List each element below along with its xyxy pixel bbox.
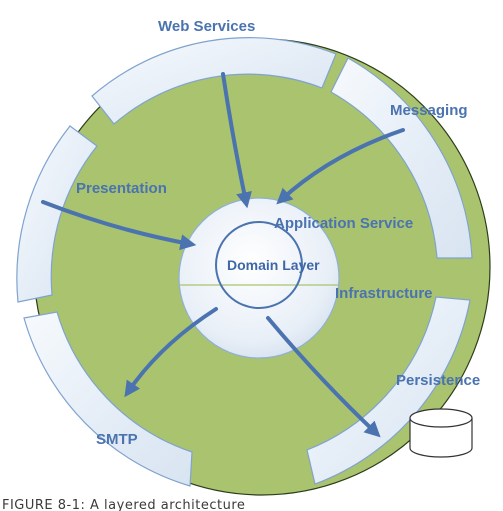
figure-caption: FIGURE 8-1: A layered architecture: [2, 498, 245, 511]
arrow-smtp: [124, 307, 218, 398]
presentation-label: Presentation: [76, 180, 167, 197]
messaging-band: [330, 57, 473, 259]
arrow-presentation: [41, 200, 197, 251]
infrastructure-label: Infrastructure: [335, 285, 433, 302]
persistence-label: Persistence: [396, 372, 480, 389]
arrow-persistence: [266, 316, 381, 438]
arrow-web-services: [221, 72, 252, 209]
arrow-messaging: [276, 128, 405, 205]
smtp-label: SMTP: [96, 431, 138, 448]
persistence-band: [306, 296, 471, 485]
database-cylinder-icon: [409, 408, 473, 458]
smtp-band: [23, 311, 193, 487]
domain-layer-label: Domain Layer: [227, 257, 320, 273]
presentation-band: [16, 125, 98, 303]
messaging-label: Messaging: [390, 102, 468, 119]
arrows: [41, 72, 405, 438]
outer-bands: [16, 37, 473, 487]
web-services-label: Web Services: [158, 18, 255, 35]
application-service-circle: [178, 197, 340, 359]
application-service-label: Application Service: [274, 215, 413, 232]
web-services-band: [91, 37, 337, 125]
domain-layer-circle: [215, 221, 303, 309]
